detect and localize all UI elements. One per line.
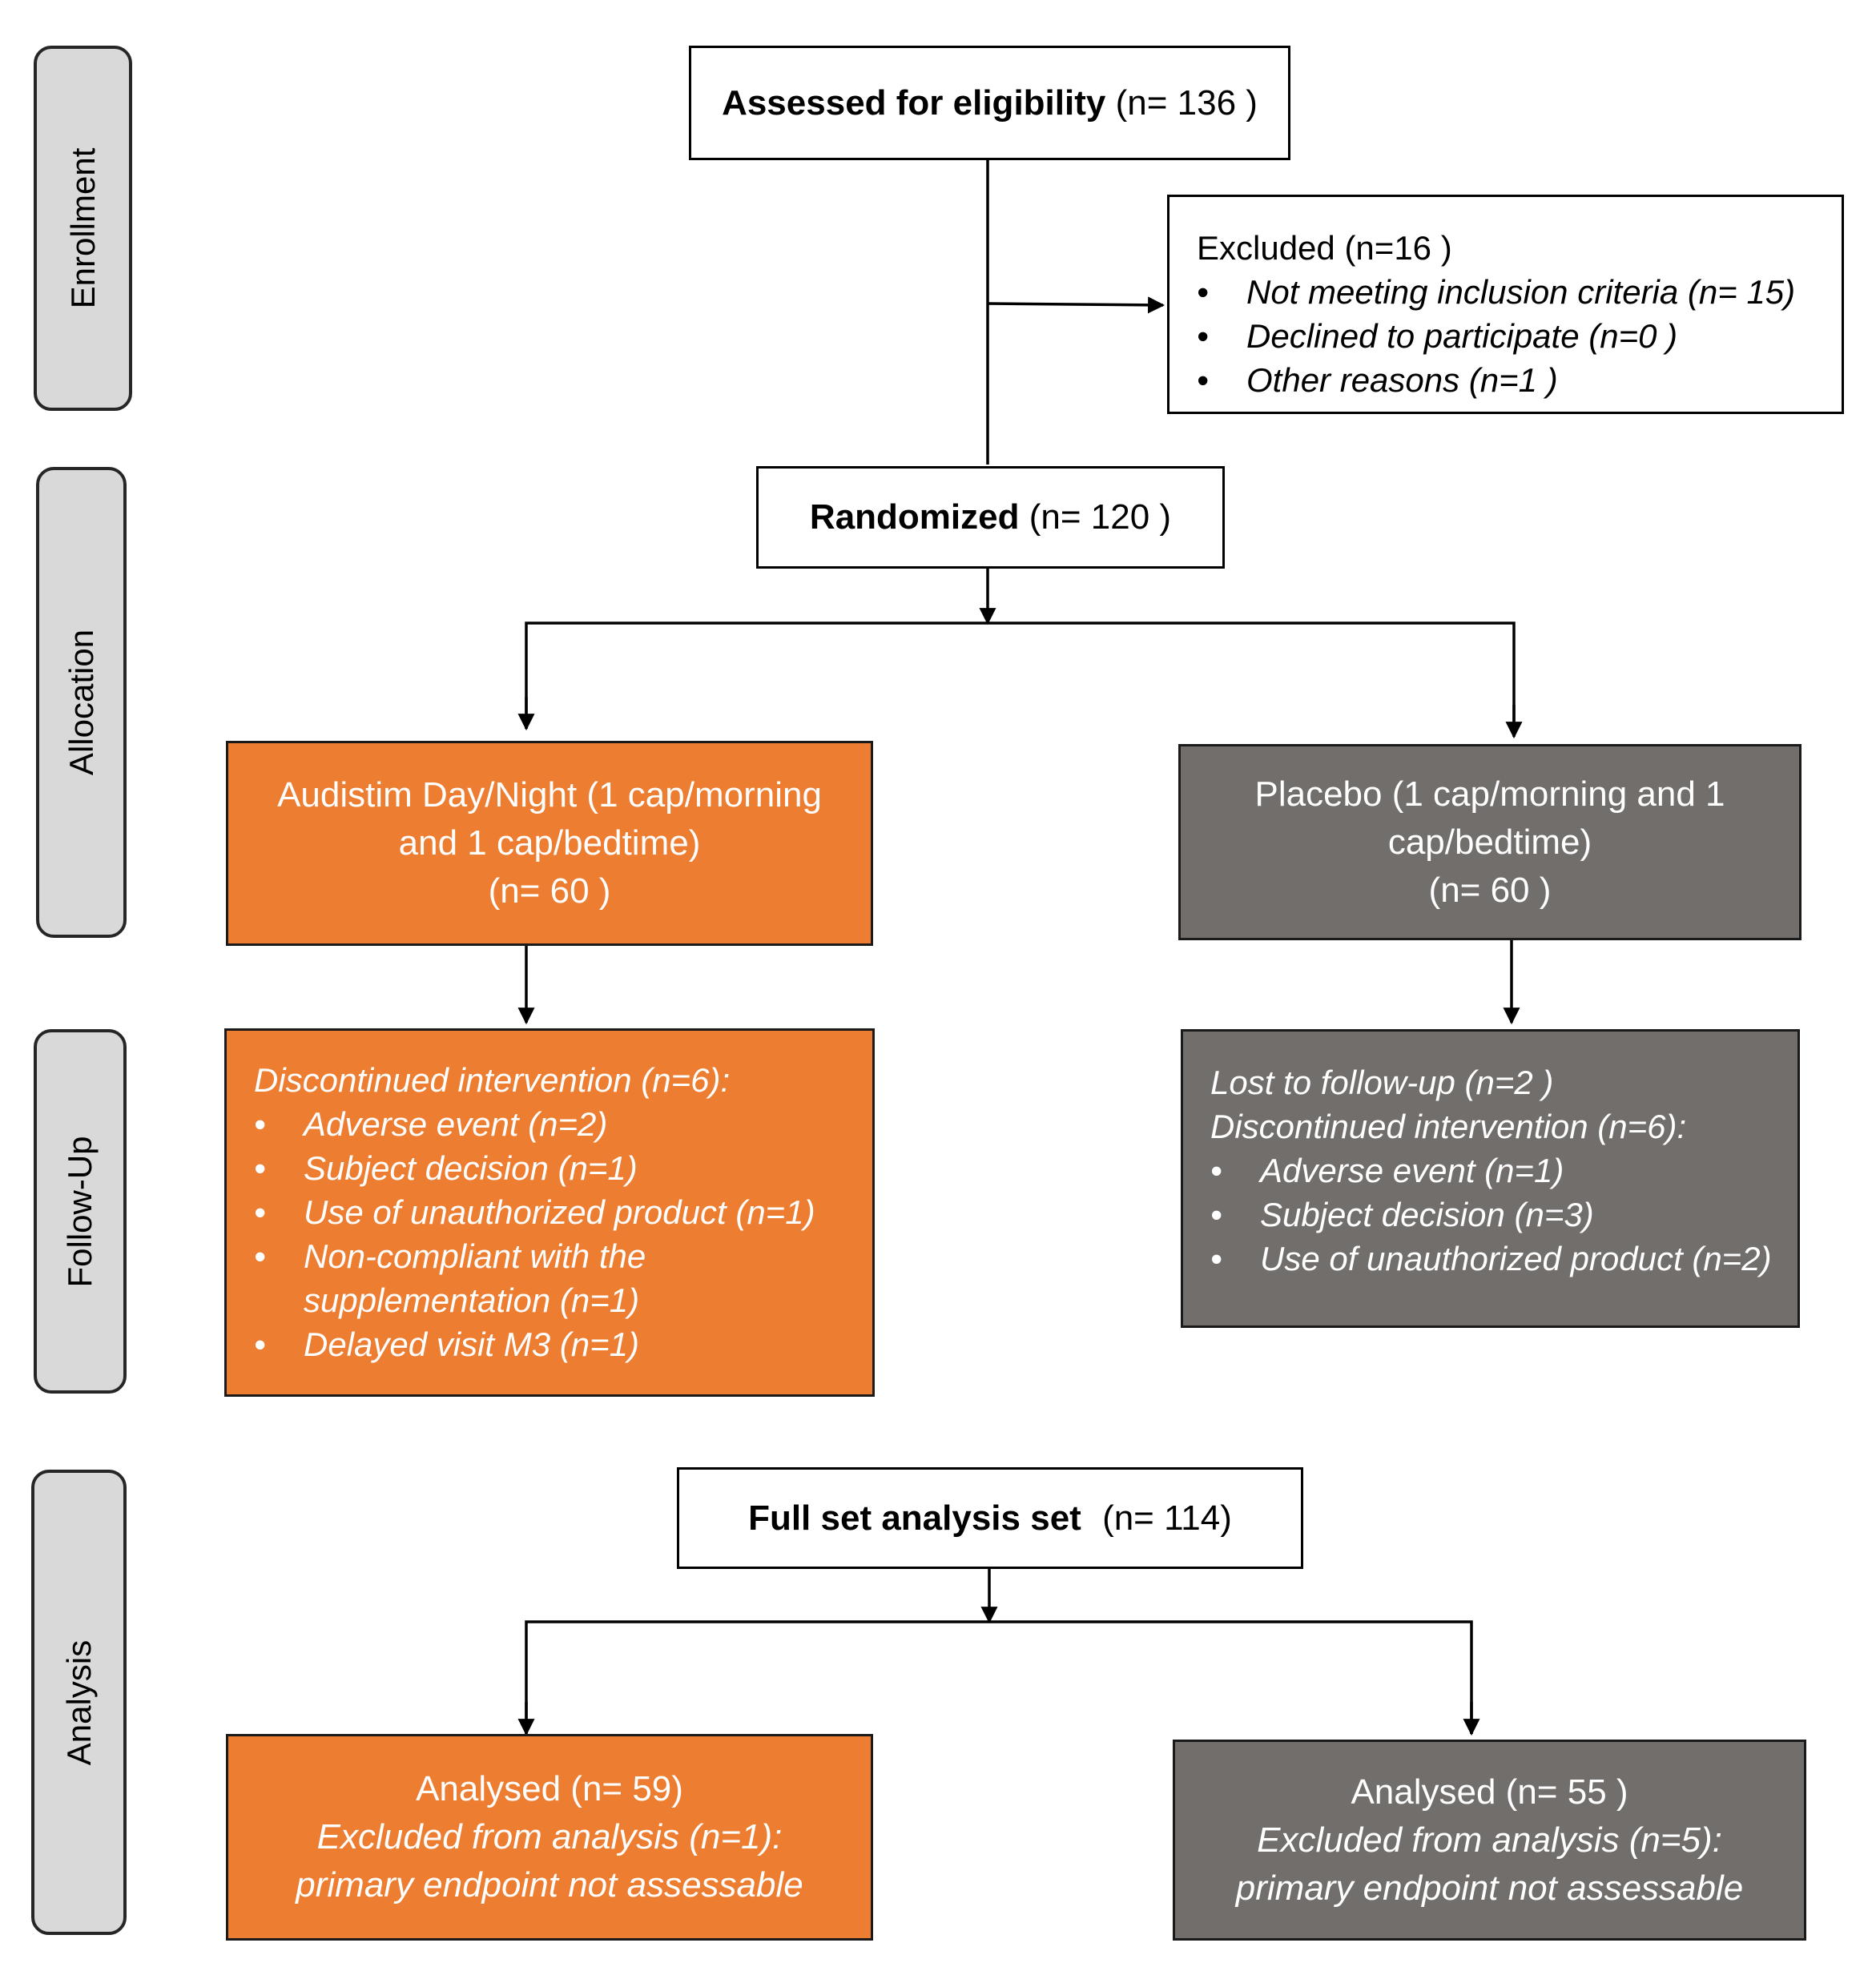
placebo-discontinued-list: Adverse event (n=1) Subject decision (n=… xyxy=(1210,1148,1781,1281)
full-set-label: Full set analysis set xyxy=(748,1498,1081,1538)
full-set-box: Full set analysis set (n= 114) xyxy=(677,1467,1303,1569)
active-arm-count: (n= 60 ) xyxy=(488,871,611,911)
active-analysed-box: Analysed (n= 59) Excluded from analysis … xyxy=(226,1734,873,1941)
assessed-box: Assessed for eligibility (n= 136 ) xyxy=(689,46,1290,160)
excluded-box: Excluded (n=16 ) Not meeting inclusion c… xyxy=(1167,195,1844,414)
placebo-analysed-box: Analysed (n= 55 ) Excluded from analysis… xyxy=(1173,1740,1806,1941)
stage-allocation: Allocation xyxy=(36,467,127,938)
placebo-followup-box: Lost to follow-up (n=2 ) Discontinued in… xyxy=(1181,1029,1800,1328)
full-set-count: (n= 114) xyxy=(1102,1498,1232,1538)
placebo-arm-line1: Placebo (1 cap/morning and 1 xyxy=(1254,774,1725,814)
placebo-analysed-title: Analysed (n= 55 ) xyxy=(1351,1772,1628,1812)
placebo-discontinued-item: Subject decision (n=3) xyxy=(1210,1193,1781,1237)
stage-follow-up: Follow-Up xyxy=(34,1029,127,1394)
active-analysed-reason: primary endpoint not assessable xyxy=(296,1865,803,1905)
active-discontinued-item: Adverse event (n=2) xyxy=(254,1102,856,1146)
active-discontinued-item: Non-compliant with the supplementation (… xyxy=(254,1234,856,1322)
placebo-arm-count: (n= 60 ) xyxy=(1428,870,1552,910)
stage-enrollment: Enrollment xyxy=(34,46,132,411)
analysis-split-line xyxy=(525,1620,1473,1734)
active-analysed-excluded: Excluded from analysis (n=1): xyxy=(316,1817,783,1856)
active-discontinued-heading: Discontinued intervention (n=6): xyxy=(254,1061,731,1099)
placebo-discontinued-item: Use of unauthorized product (n=2) xyxy=(1210,1237,1781,1281)
active-discontinued-item: Subject decision (n=1) xyxy=(254,1146,856,1190)
stage-allocation-label: Allocation xyxy=(62,629,100,776)
placebo-discontinued-item: Adverse event (n=1) xyxy=(1210,1148,1781,1193)
excluded-reason-item: Other reasons (n=1 ) xyxy=(1197,358,1826,402)
assessed-label: Assessed for eligibility xyxy=(722,82,1106,123)
placebo-discontinued-heading: Discontinued intervention (n=6): xyxy=(1210,1108,1687,1145)
randomized-count: (n= 120 ) xyxy=(1029,497,1172,537)
excluded-title: Excluded (n=16 ) xyxy=(1197,229,1452,267)
active-arm-line1: Audistim Day/Night (1 cap/morning xyxy=(277,775,822,815)
active-analysed-title: Analysed (n= 59) xyxy=(416,1769,683,1808)
assessed-count: (n= 136 ) xyxy=(1115,82,1258,123)
active-discontinued-list: Adverse event (n=2) Subject decision (n=… xyxy=(254,1102,856,1366)
placebo-analysed-reason: primary endpoint not assessable xyxy=(1235,1868,1744,1908)
placebo-lost-followup: Lost to follow-up (n=2 ) xyxy=(1210,1064,1554,1101)
placebo-analysed-excluded: Excluded from analysis (n=5): xyxy=(1257,1820,1722,1860)
excluded-reasons-list: Not meeting inclusion criteria (n= 15) D… xyxy=(1197,270,1826,402)
placebo-arm-line2: cap/bedtime) xyxy=(1387,822,1592,862)
stage-analysis: Analysis xyxy=(31,1470,127,1935)
active-arm-box: Audistim Day/Night (1 cap/morning and 1 … xyxy=(226,741,873,946)
excluded-arrow xyxy=(987,296,1165,314)
stage-follow-up-label: Follow-Up xyxy=(61,1135,99,1288)
active-followup-box: Discontinued intervention (n=6): Adverse… xyxy=(224,1028,875,1397)
placebo-arm-box: Placebo (1 cap/morning and 1 cap/bedtime… xyxy=(1178,744,1802,940)
active-arm-line2: and 1 cap/bedtime) xyxy=(398,823,701,863)
active-discontinued-item: Use of unauthorized product (n=1) xyxy=(254,1190,856,1234)
active-discontinued-item: Delayed visit M3 (n=1) xyxy=(254,1322,856,1366)
stage-analysis-label: Analysis xyxy=(59,1639,98,1765)
allocation-split-line xyxy=(525,621,1516,735)
stage-enrollment-label: Enrollment xyxy=(63,147,102,309)
randomized-label: Randomized xyxy=(809,497,1020,537)
excluded-reason-item: Not meeting inclusion criteria (n= 15) xyxy=(1197,270,1826,314)
randomized-box: Randomized (n= 120 ) xyxy=(756,466,1225,569)
excluded-reason-item: Declined to participate (n=0 ) xyxy=(1197,314,1826,358)
